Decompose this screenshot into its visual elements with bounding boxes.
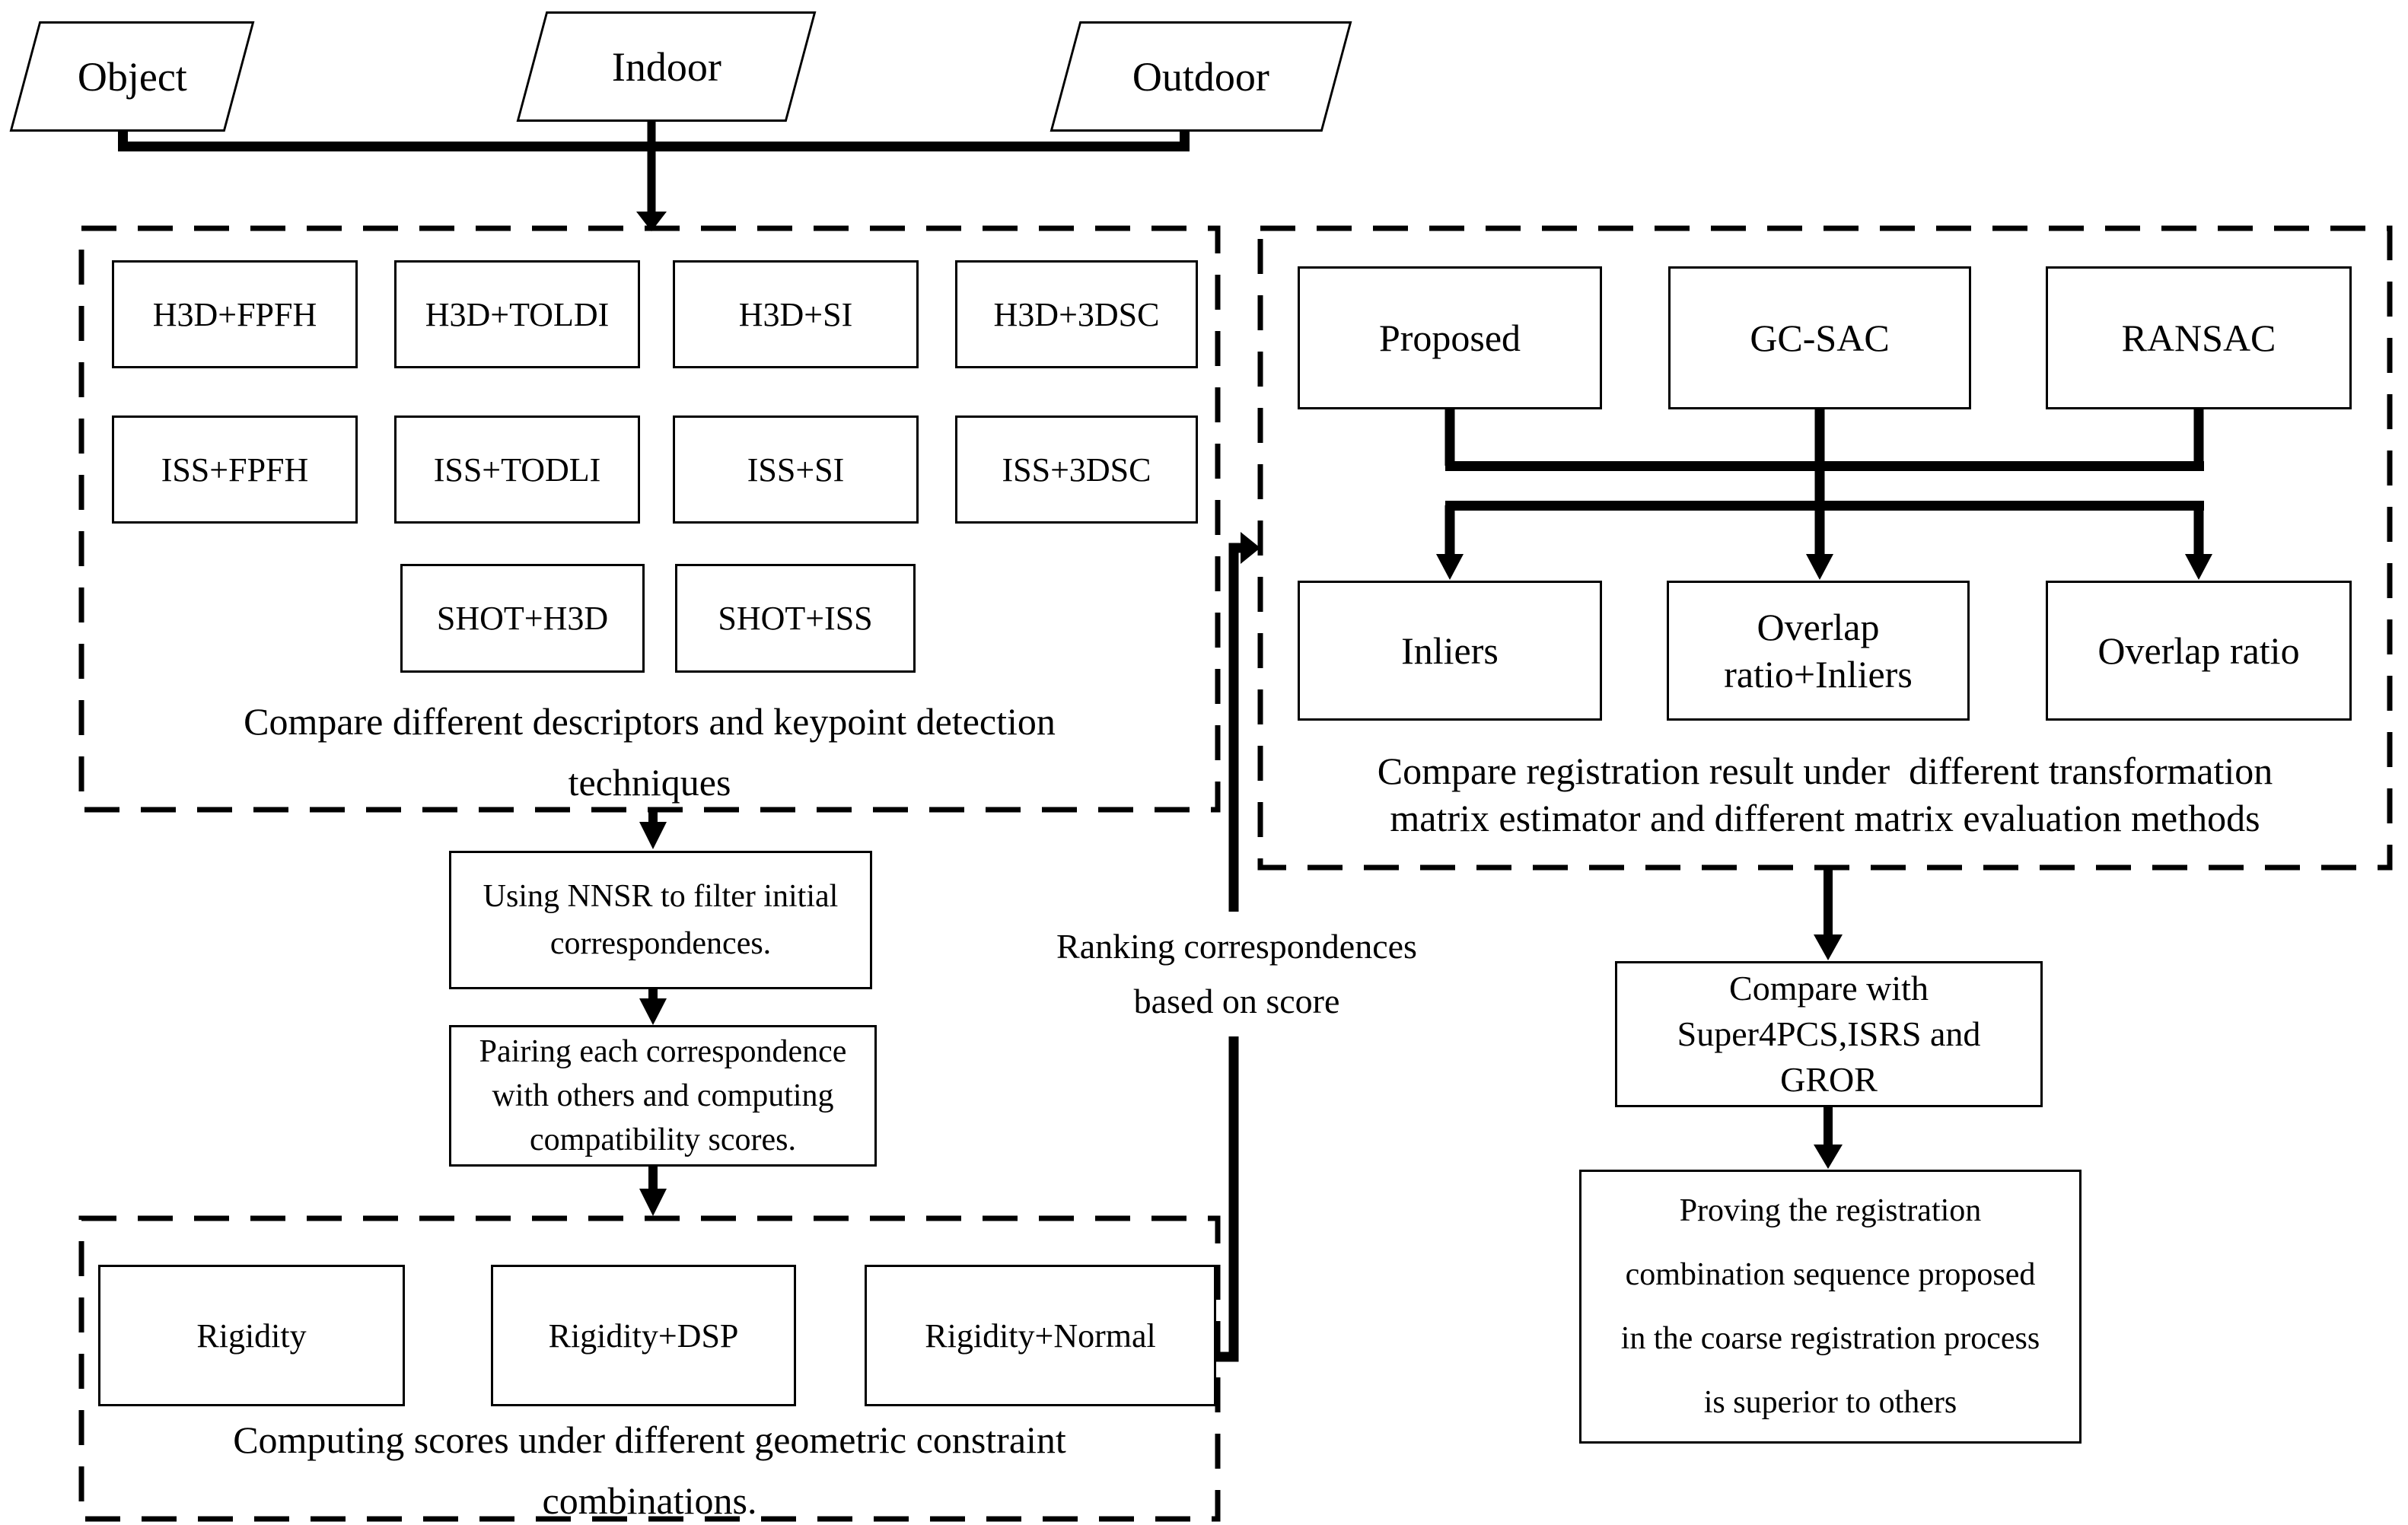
node-overlap-ratio-inliers-line1: Overlap bbox=[1757, 606, 1880, 648]
node-h3d-toldi: H3D+TOLDI bbox=[394, 260, 640, 368]
proving-line3: in the coarse registration process bbox=[1620, 1321, 2040, 1356]
indoor-arrowhead bbox=[636, 212, 667, 231]
registration-caption-line1: Compare registration result under differ… bbox=[1377, 750, 2273, 792]
nnsr-line2: correspondences. bbox=[549, 926, 772, 961]
compare-line2: Super4PCS,ISRS and bbox=[1677, 1014, 1981, 1053]
node-compare-methods: Compare with Super4PCS,ISRS and GROR bbox=[1615, 961, 2043, 1107]
node-iss-si-label: ISS+SI bbox=[747, 450, 845, 489]
input-outdoor: Outdoor bbox=[1050, 21, 1352, 132]
node-overlap-ratio: Overlap ratio bbox=[2046, 581, 2352, 721]
pairing-line3: compatibility scores. bbox=[530, 1122, 796, 1157]
compare-line3: GROR bbox=[1780, 1060, 1878, 1099]
proving-line2: combination sequence proposed bbox=[1625, 1257, 2036, 1292]
ranking-note-line1: Ranking correspondences bbox=[1056, 927, 1417, 966]
registration-caption-line2: matrix estimator and different matrix ev… bbox=[1390, 797, 2260, 839]
node-rigidity-dsp-label: Rigidity+DSP bbox=[548, 1316, 739, 1355]
node-iss-3dsc-label: ISS+3DSC bbox=[1002, 450, 1151, 489]
geometric-section-frame bbox=[78, 1215, 1221, 1522]
ranking-note: Ranking correspondences based on score bbox=[1012, 912, 1461, 1036]
input-indoor-label: Indoor bbox=[611, 43, 721, 90]
arrow-desc-nnsr-head bbox=[639, 822, 667, 849]
node-h3d-fpfh: H3D+FPFH bbox=[112, 260, 358, 368]
descriptor-section-caption: Compare different descriptors and keypoi… bbox=[84, 691, 1215, 813]
node-h3d-si-label: H3D+SI bbox=[738, 295, 853, 333]
node-h3d-toldi-label: H3D+TOLDI bbox=[425, 295, 610, 333]
geometric-caption-line1: Computing scores under different geometr… bbox=[233, 1418, 1066, 1461]
geometric-caption-line2: combinations. bbox=[542, 1479, 757, 1522]
pairing-line2: with others and computing bbox=[492, 1078, 834, 1113]
input-indoor: Indoor bbox=[516, 11, 817, 122]
geometric-section-caption: Computing scores under different geometr… bbox=[84, 1409, 1215, 1525]
node-rigidity-label: Rigidity bbox=[196, 1316, 307, 1355]
proving-line1: Proving the registration bbox=[1679, 1193, 1982, 1228]
arrow-overlap-ratio-head bbox=[2185, 554, 2212, 580]
node-proposed: Proposed bbox=[1298, 266, 1602, 409]
node-iss-todli: ISS+TODLI bbox=[394, 415, 640, 524]
node-shot-h3d-label: SHOT+H3D bbox=[436, 600, 609, 637]
compare-line1: Compare with bbox=[1729, 969, 1929, 1008]
node-iss-fpfh: ISS+FPFH bbox=[112, 415, 358, 524]
node-overlap-ratio-inliers: Overlap ratio+Inliers bbox=[1667, 581, 1970, 721]
descriptor-caption-line1: Compare different descriptors and keypoi… bbox=[244, 700, 1056, 743]
node-iss-todli-label: ISS+TODLI bbox=[433, 450, 601, 489]
node-pairing-compatibility: Pairing each correspondence with others … bbox=[449, 1025, 877, 1167]
node-iss-si: ISS+SI bbox=[673, 415, 919, 524]
node-ransac: RANSAC bbox=[2046, 266, 2352, 409]
pairing-line1: Pairing each correspondence bbox=[479, 1034, 847, 1069]
ranking-feedback-arrowhead bbox=[1241, 532, 1260, 564]
node-rigidity-dsp: Rigidity+DSP bbox=[491, 1265, 796, 1406]
node-gc-sac: GC-SAC bbox=[1668, 266, 1971, 409]
node-ransac-label: RANSAC bbox=[2121, 317, 2276, 359]
arrow-nnsr-pairing-head bbox=[639, 998, 667, 1025]
node-inliers: Inliers bbox=[1298, 581, 1602, 721]
node-rigidity-normal-label: Rigidity+Normal bbox=[925, 1316, 1156, 1355]
node-h3d-3dsc-label: H3D+3DSC bbox=[993, 295, 1160, 333]
nnsr-line1: Using NNSR to filter initial bbox=[483, 879, 839, 914]
node-h3d-fpfh-label: H3D+FPFH bbox=[152, 295, 317, 333]
arrow-overlap-inliers-head bbox=[1806, 554, 1833, 580]
node-iss-3dsc: ISS+3DSC bbox=[955, 415, 1198, 524]
ranking-note-line2: based on score bbox=[1133, 982, 1340, 1020]
proving-line4: is superior to others bbox=[1703, 1385, 1957, 1420]
node-gc-sac-label: GC-SAC bbox=[1750, 317, 1890, 359]
node-nnsr-filter: Using NNSR to filter initial corresponde… bbox=[449, 851, 872, 989]
node-shot-iss: SHOT+ISS bbox=[675, 564, 916, 673]
arrow-compare-proving-head bbox=[1814, 1145, 1843, 1169]
node-h3d-3dsc: H3D+3DSC bbox=[955, 260, 1198, 368]
arrow-pairing-geom-head bbox=[639, 1189, 667, 1216]
input-object: Object bbox=[9, 21, 255, 132]
arrow-reg-compare-head bbox=[1814, 934, 1843, 960]
node-iss-fpfh-label: ISS+FPFH bbox=[161, 450, 309, 489]
node-shot-iss-label: SHOT+ISS bbox=[718, 600, 873, 637]
input-object-label: Object bbox=[77, 53, 187, 100]
descriptor-caption-line2: techniques bbox=[568, 761, 731, 804]
node-overlap-ratio-label: Overlap ratio bbox=[2097, 629, 2300, 672]
arrow-inliers-head bbox=[1436, 554, 1464, 580]
node-proving-conclusion: Proving the registration combination seq… bbox=[1579, 1170, 2082, 1444]
node-shot-h3d: SHOT+H3D bbox=[400, 564, 645, 673]
node-rigidity: Rigidity bbox=[98, 1265, 405, 1406]
node-h3d-si: H3D+SI bbox=[673, 260, 919, 368]
node-overlap-ratio-inliers-line2: ratio+Inliers bbox=[1724, 653, 1913, 696]
node-proposed-label: Proposed bbox=[1378, 317, 1521, 359]
input-outdoor-label: Outdoor bbox=[1132, 53, 1269, 100]
node-rigidity-normal: Rigidity+Normal bbox=[865, 1265, 1216, 1406]
registration-section-caption: Compare registration result under differ… bbox=[1277, 747, 2373, 842]
node-inliers-label: Inliers bbox=[1401, 629, 1499, 672]
